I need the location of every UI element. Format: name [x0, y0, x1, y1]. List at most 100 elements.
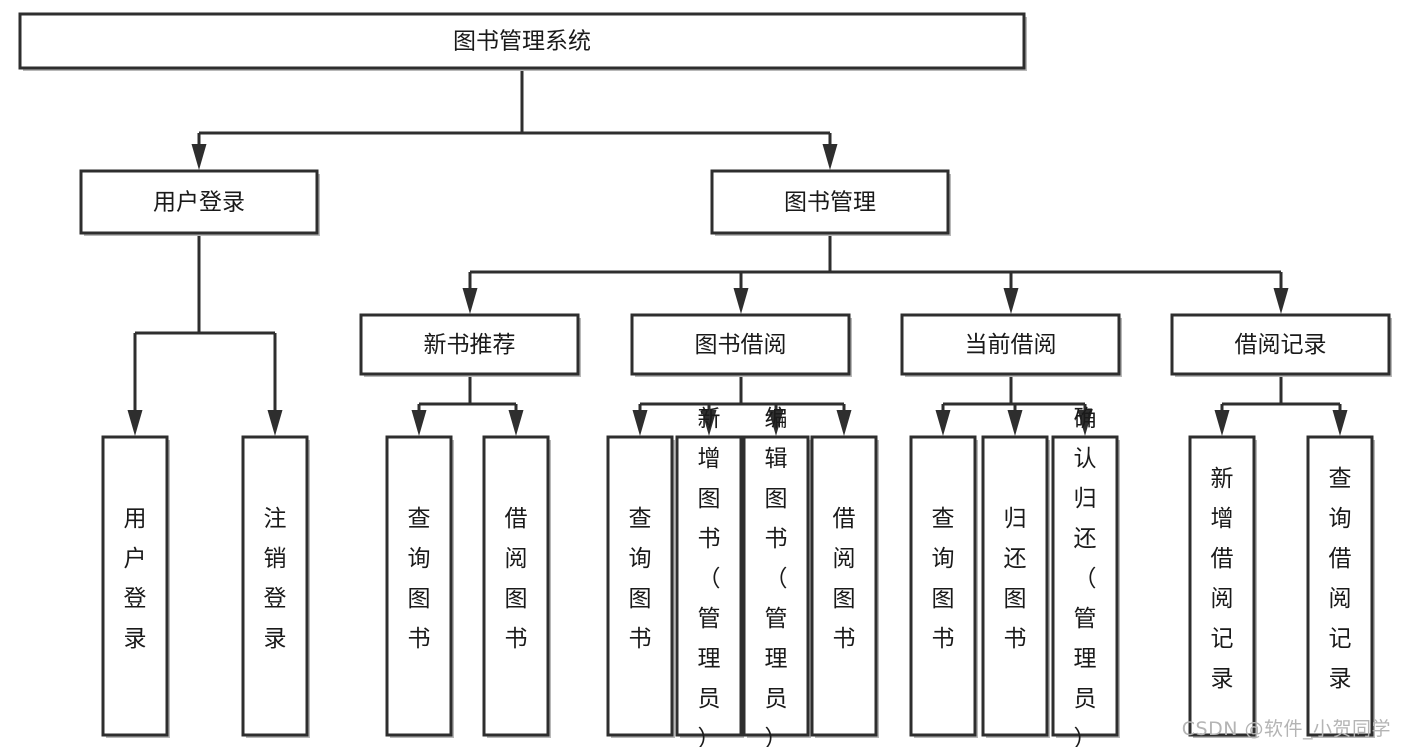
node-label-char: 书	[833, 626, 856, 652]
node-label: 查询图书	[629, 506, 652, 652]
node-leaf-bb-add-book[interactable]: 新增图书（管理员）	[675, 406, 744, 747]
node-label-char: 录	[264, 626, 287, 652]
node-label-char: 管	[765, 606, 788, 632]
node-label-char: 阅	[1211, 586, 1234, 612]
node-label: 新书推荐	[424, 332, 516, 358]
node-leaf-bb-query-book[interactable]: 查询图书	[606, 435, 675, 738]
node-label: 借阅记录	[1235, 332, 1327, 358]
node-label-char: 还	[1074, 526, 1097, 552]
node-box[interactable]	[79, 169, 319, 235]
node-label-char: 图	[629, 586, 652, 612]
node-label-char: 阅	[505, 546, 528, 572]
node-label: 图书管理系统	[453, 29, 591, 55]
node-label-char: 书	[629, 626, 652, 652]
node-label-char: 管	[1074, 606, 1097, 632]
node-box[interactable]	[1051, 435, 1119, 737]
node-label-char: 查	[932, 506, 955, 532]
node-label-char: 询	[629, 546, 652, 572]
node-label: 查询借阅记录	[1329, 466, 1352, 692]
node-label-char: 登	[264, 586, 287, 612]
node-box[interactable]	[101, 435, 169, 737]
node-label-char: 用	[124, 506, 147, 532]
node-leaf-cb-query-book[interactable]: 查询图书	[909, 435, 978, 738]
node-label-char: 编	[765, 406, 788, 432]
node-label-char: 增	[1211, 506, 1234, 532]
node-label-char: （	[765, 566, 788, 592]
node-label-char: 录	[1329, 666, 1352, 692]
node-label-char: 询	[1329, 506, 1352, 532]
node-root[interactable]: 图书管理系统	[18, 12, 1027, 71]
node-label-char: 书	[932, 626, 955, 652]
connector-book-manage-to-book-borrow	[733, 233, 832, 314]
node-label: 图书管理	[784, 190, 876, 216]
node-label-char: 新	[1211, 466, 1234, 492]
node-label-char: 新	[698, 406, 721, 432]
node-box[interactable]	[385, 435, 453, 737]
node-label-char: 管	[698, 606, 721, 632]
node-leaf-cb-confirm-return[interactable]: 确认归还（管理员）	[1051, 406, 1120, 747]
node-label: 图书借阅	[695, 332, 787, 358]
node-leaf-rec-borrow-book[interactable]: 借阅图书	[482, 435, 551, 738]
node-label-char: （	[1074, 566, 1097, 592]
node-label: 确认归还（管理员）	[1074, 406, 1097, 747]
node-label-char: （	[698, 566, 721, 592]
node-label: 注销登录	[264, 506, 287, 652]
node-label-char: 借	[505, 506, 528, 532]
node-leaf-rec-query-book[interactable]: 查询图书	[385, 435, 454, 738]
node-label-char: 阅	[833, 546, 856, 572]
node-box[interactable]	[630, 313, 851, 376]
node-box[interactable]	[710, 169, 950, 235]
node-label-char: 查	[408, 506, 431, 532]
node-label: 新增借阅记录	[1211, 466, 1234, 692]
node-leaf-br-add-record[interactable]: 新增借阅记录	[1188, 435, 1257, 738]
node-label: 查询图书	[932, 506, 955, 652]
node-box[interactable]	[606, 435, 674, 737]
node-label-char: 理	[698, 646, 721, 672]
node-book-borrow[interactable]: 图书借阅	[630, 313, 852, 377]
node-box[interactable]	[909, 435, 977, 737]
connector-current-borrow-to-leaf-cb-confirm-return	[1009, 374, 1093, 436]
node-leaf-br-query-record[interactable]: 查询借阅记录	[1306, 435, 1375, 738]
connector-new-book-rec-to-leaf-rec-query-book	[411, 374, 472, 436]
node-label: 当前借阅	[965, 332, 1057, 358]
nodes-layer: 图书管理系统用户登录图书管理新书推荐图书借阅当前借阅借阅记录用户登录注销登录查询…	[18, 12, 1392, 747]
node-box[interactable]	[359, 313, 580, 376]
node-box[interactable]	[810, 435, 878, 737]
node-box[interactable]	[742, 435, 810, 737]
node-label-char: 询	[932, 546, 955, 572]
node-box[interactable]	[675, 435, 743, 737]
node-box[interactable]	[241, 435, 309, 737]
node-label-char: 阅	[1329, 586, 1352, 612]
node-box[interactable]	[482, 435, 550, 737]
node-user-login[interactable]: 用户登录	[79, 169, 320, 236]
node-borrow-record[interactable]: 借阅记录	[1170, 313, 1392, 377]
node-label-char: 书	[698, 526, 721, 552]
node-label-char: 辑	[765, 446, 788, 472]
node-label-char: 图	[932, 586, 955, 612]
node-leaf-cb-return-book[interactable]: 归还图书	[981, 435, 1050, 738]
node-box[interactable]	[900, 313, 1121, 376]
connector-user-login-to-leaf-user-login	[127, 233, 201, 436]
node-box[interactable]	[981, 435, 1049, 737]
node-box[interactable]	[1188, 435, 1256, 737]
node-current-borrow[interactable]: 当前借阅	[900, 313, 1122, 377]
node-label-char: 图	[505, 586, 528, 612]
node-label-char: 确	[1074, 406, 1097, 432]
edges-layer	[127, 68, 1348, 436]
node-new-book-rec[interactable]: 新书推荐	[359, 313, 581, 377]
node-leaf-user-login[interactable]: 用户登录	[101, 435, 170, 738]
connector-book-borrow-to-leaf-bb-borrow-book	[739, 374, 852, 436]
node-label-char: 认	[1074, 446, 1097, 472]
node-leaf-bb-edit-book[interactable]: 编辑图书（管理员）	[742, 406, 811, 747]
node-leaf-user-logout[interactable]: 注销登录	[241, 435, 310, 738]
node-book-manage[interactable]: 图书管理	[710, 169, 951, 236]
node-label-char: 注	[264, 506, 287, 532]
node-label: 编辑图书（管理员）	[765, 406, 788, 747]
node-box[interactable]	[1170, 313, 1391, 376]
node-label-char: 图	[1004, 586, 1027, 612]
node-leaf-bb-borrow-book[interactable]: 借阅图书	[810, 435, 879, 738]
connector-new-book-rec-to-leaf-rec-borrow-book	[468, 374, 524, 436]
node-box[interactable]	[18, 12, 1026, 70]
node-box[interactable]	[1306, 435, 1374, 737]
node-label: 新增图书（管理员）	[698, 406, 721, 747]
